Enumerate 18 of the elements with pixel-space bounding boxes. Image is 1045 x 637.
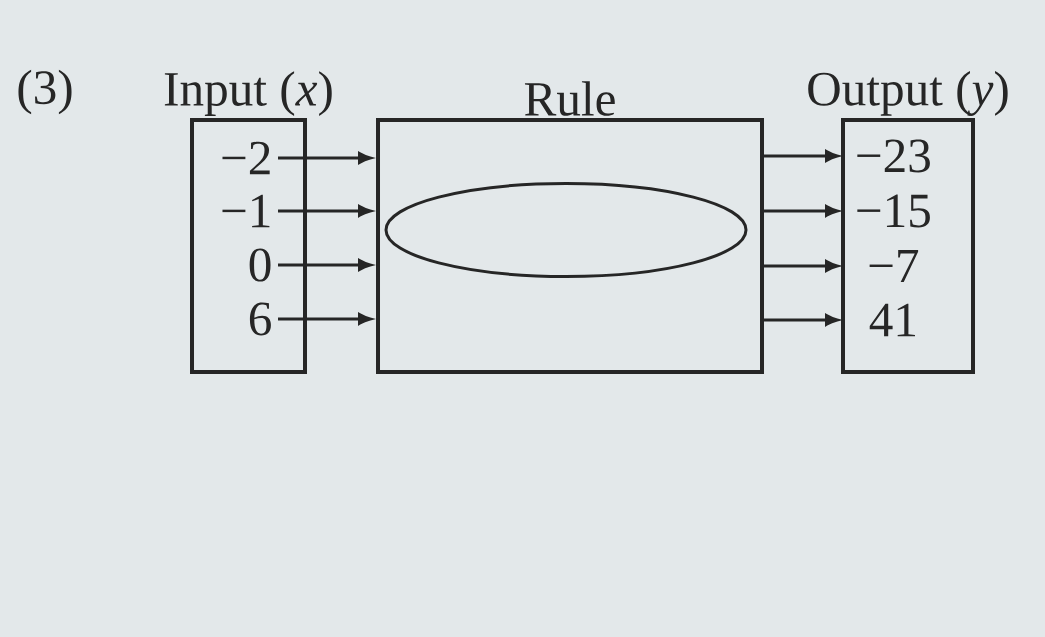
arrow (764, 260, 839, 272)
output-value: −15 (857, 194, 930, 228)
input-value: 6 (249, 302, 271, 336)
question-number: (3) (18, 69, 72, 115)
rule-box: Rule (376, 81, 764, 374)
arrow (764, 314, 839, 326)
node-label: Output (y) (808, 71, 1008, 116)
input-value: −1 (222, 194, 270, 228)
arrow (764, 205, 839, 217)
input-value: −2 (222, 141, 270, 175)
output-value: −7 (869, 249, 919, 283)
arrow (764, 150, 839, 162)
output-value: 41 (869, 303, 915, 337)
node-label: Input (x) (164, 71, 332, 116)
input-value: 0 (249, 248, 271, 282)
blank-ellipse (384, 182, 748, 278)
node-label: Rule (524, 81, 615, 116)
output-value: −23 (857, 139, 930, 173)
